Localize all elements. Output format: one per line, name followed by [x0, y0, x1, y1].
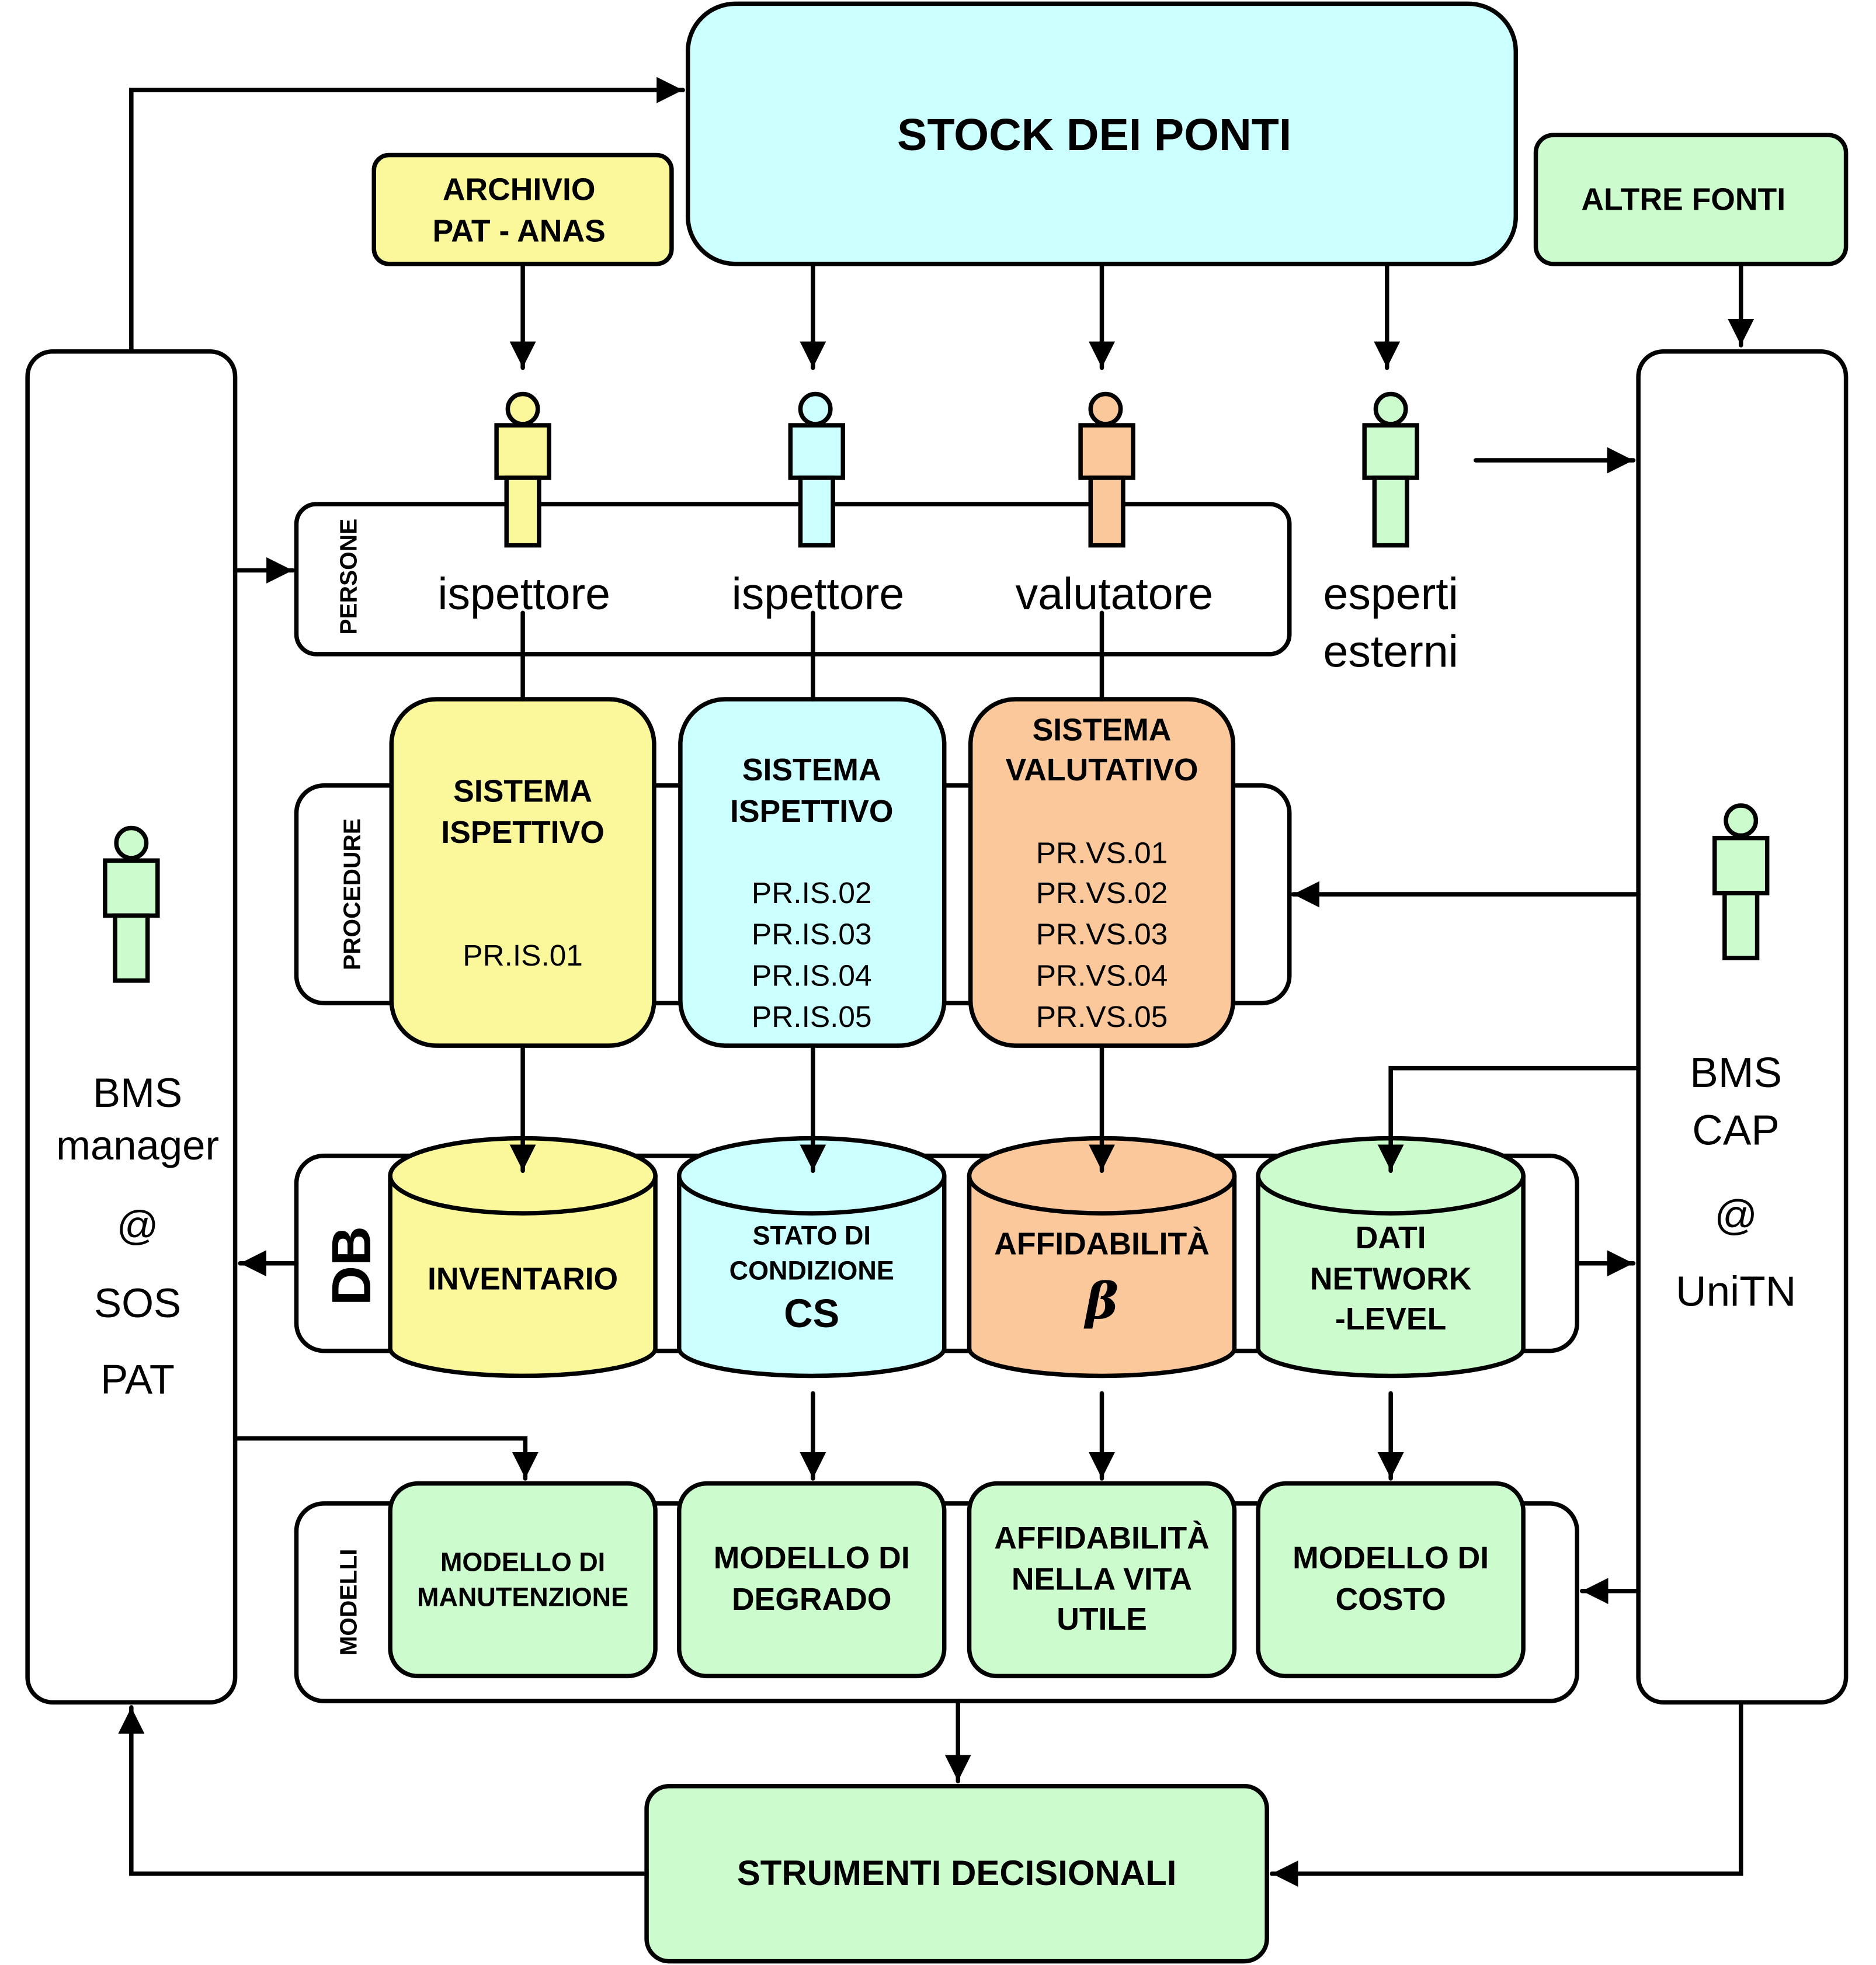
model-3-line3: UTILE — [1057, 1602, 1147, 1637]
procedure-1-code: PR.IS.01 — [463, 938, 583, 972]
right-panel-bms-cap — [1636, 349, 1849, 1705]
person-icon-bms-manager — [103, 825, 160, 983]
left-panel-line5: PAT — [100, 1356, 175, 1402]
person-label-ispettore-2: ispettore — [732, 569, 905, 619]
arrow-bms-manager-to-stock — [129, 77, 685, 354]
model-3-line1: AFFIDABILITÀ — [994, 1520, 1210, 1556]
person-icon-ispettore-1 — [494, 391, 551, 548]
procedure-2-code: PR.IS.04 — [752, 958, 872, 992]
db-cylinder-affidabilita — [967, 1136, 1237, 1379]
left-panel-bms-manager — [25, 349, 238, 1705]
arrow-bms-cap-to-strumenti — [1269, 1700, 1743, 1887]
section-label-modelli: MODELLI — [335, 1549, 362, 1656]
model-3-line2: NELLA VITA — [1012, 1563, 1192, 1597]
strumenti-decisionali-label: STRUMENTI DECISIONALI — [737, 1853, 1177, 1893]
person-icon-esperti-esterni — [1362, 391, 1419, 548]
altre-fonti-label: ALTRE FONTI — [1581, 183, 1785, 217]
model-1-line1: MODELLO DI — [440, 1547, 605, 1577]
db-label-inventario: INVENTARIO — [428, 1262, 618, 1297]
db-label-stato-line3: CS — [784, 1291, 839, 1336]
procedure-2-code: PR.IS.02 — [752, 876, 872, 909]
procedure-1-title-line2: ISPETTIVO — [441, 815, 605, 850]
procedure-3-title-line2: VALUTATIVO — [1006, 753, 1198, 787]
person-label-ispettore-1: ispettore — [437, 569, 610, 619]
model-4-line1: MODELLO DI — [1293, 1541, 1489, 1575]
procedure-box-3 — [968, 697, 1236, 1048]
procedure-2-title-line1: SISTEMA — [742, 753, 881, 787]
archivio-label-line1: ARCHIVIO — [443, 173, 596, 207]
procedure-3-code: PR.VS.03 — [1036, 917, 1168, 951]
right-panel-line1: BMS — [1690, 1049, 1782, 1096]
left-panel-line4: SOS — [94, 1280, 181, 1326]
procedure-2-code: PR.IS.05 — [752, 999, 872, 1033]
db-cylinder-dati-network — [1256, 1136, 1526, 1379]
person-icon-ispettore-2 — [788, 391, 846, 548]
arrow-strumenti-to-bms-manager — [118, 1705, 649, 1876]
db-label-network-line1: DATI — [1356, 1221, 1426, 1255]
right-panel-line2: CAP — [1692, 1106, 1780, 1154]
section-label-persone: PERSONE — [335, 519, 362, 635]
db-label-affidabilita-line1: AFFIDABILITÀ — [994, 1227, 1210, 1262]
procedure-3-code: PR.VS.01 — [1036, 836, 1168, 870]
right-panel-line3: @ — [1714, 1192, 1757, 1239]
person-label-esperti-line1: esperti — [1323, 569, 1458, 619]
left-panel-line3: @ — [117, 1202, 159, 1248]
procedure-3-title-line1: SISTEMA — [1033, 713, 1172, 748]
person-label-valutatore: valutatore — [1016, 569, 1214, 619]
procedure-box-2 — [678, 697, 947, 1048]
model-1-line2: MANUTENZIONE — [417, 1582, 628, 1612]
archivio-label-line2: PAT - ANAS — [433, 214, 606, 248]
section-label-procedure: PROCEDURE — [339, 818, 366, 970]
left-panel-line2: manager — [56, 1122, 219, 1168]
procedure-3-code: PR.VS.04 — [1036, 958, 1168, 992]
right-panel-line4: UniTN — [1676, 1268, 1796, 1315]
procedure-box-1 — [389, 697, 656, 1048]
altre-fonti-box — [1533, 133, 1849, 266]
model-box-3 — [967, 1481, 1237, 1679]
db-label-affidabilita-beta: β — [1083, 1272, 1118, 1331]
stock-dei-ponti-label: STOCK DEI PONTI — [897, 110, 1291, 160]
db-cylinder-inventario — [388, 1136, 658, 1379]
db-label-stato-line2: CONDIZIONE — [729, 1256, 894, 1286]
person-label-esperti-line2: esterni — [1323, 626, 1458, 676]
arrow-bms-manager-to-manutenzione — [232, 1436, 539, 1481]
db-label-stato-line1: STATO DI — [753, 1221, 871, 1251]
procedure-3-code: PR.VS.05 — [1036, 999, 1168, 1033]
model-box-4 — [1256, 1481, 1526, 1679]
left-panel-line1: BMS — [93, 1070, 182, 1116]
procedure-2-code: PR.IS.03 — [752, 917, 872, 951]
section-label-db: DB — [321, 1226, 382, 1306]
model-box-1 — [388, 1481, 658, 1679]
arrow-bms-cap-to-dati-network — [1377, 1065, 1641, 1174]
persone-frame — [294, 502, 1292, 657]
person-icon-bms-cap — [1712, 803, 1770, 960]
model-4-line2: COSTO — [1335, 1582, 1446, 1617]
model-2-line2: DEGRADO — [732, 1582, 892, 1617]
person-icon-valutatore — [1078, 391, 1135, 548]
model-box-2 — [677, 1481, 947, 1679]
procedure-2-title-line2: ISPETTIVO — [730, 794, 894, 829]
db-cylinder-stato-condizione — [677, 1136, 947, 1379]
db-label-network-line2: NETWORK — [1310, 1262, 1472, 1297]
db-label-network-line3: -LEVEL — [1335, 1302, 1446, 1336]
model-2-line1: MODELLO DI — [714, 1541, 910, 1575]
procedure-1-title-line1: SISTEMA — [453, 775, 592, 809]
procedure-3-code: PR.VS.02 — [1036, 876, 1168, 909]
